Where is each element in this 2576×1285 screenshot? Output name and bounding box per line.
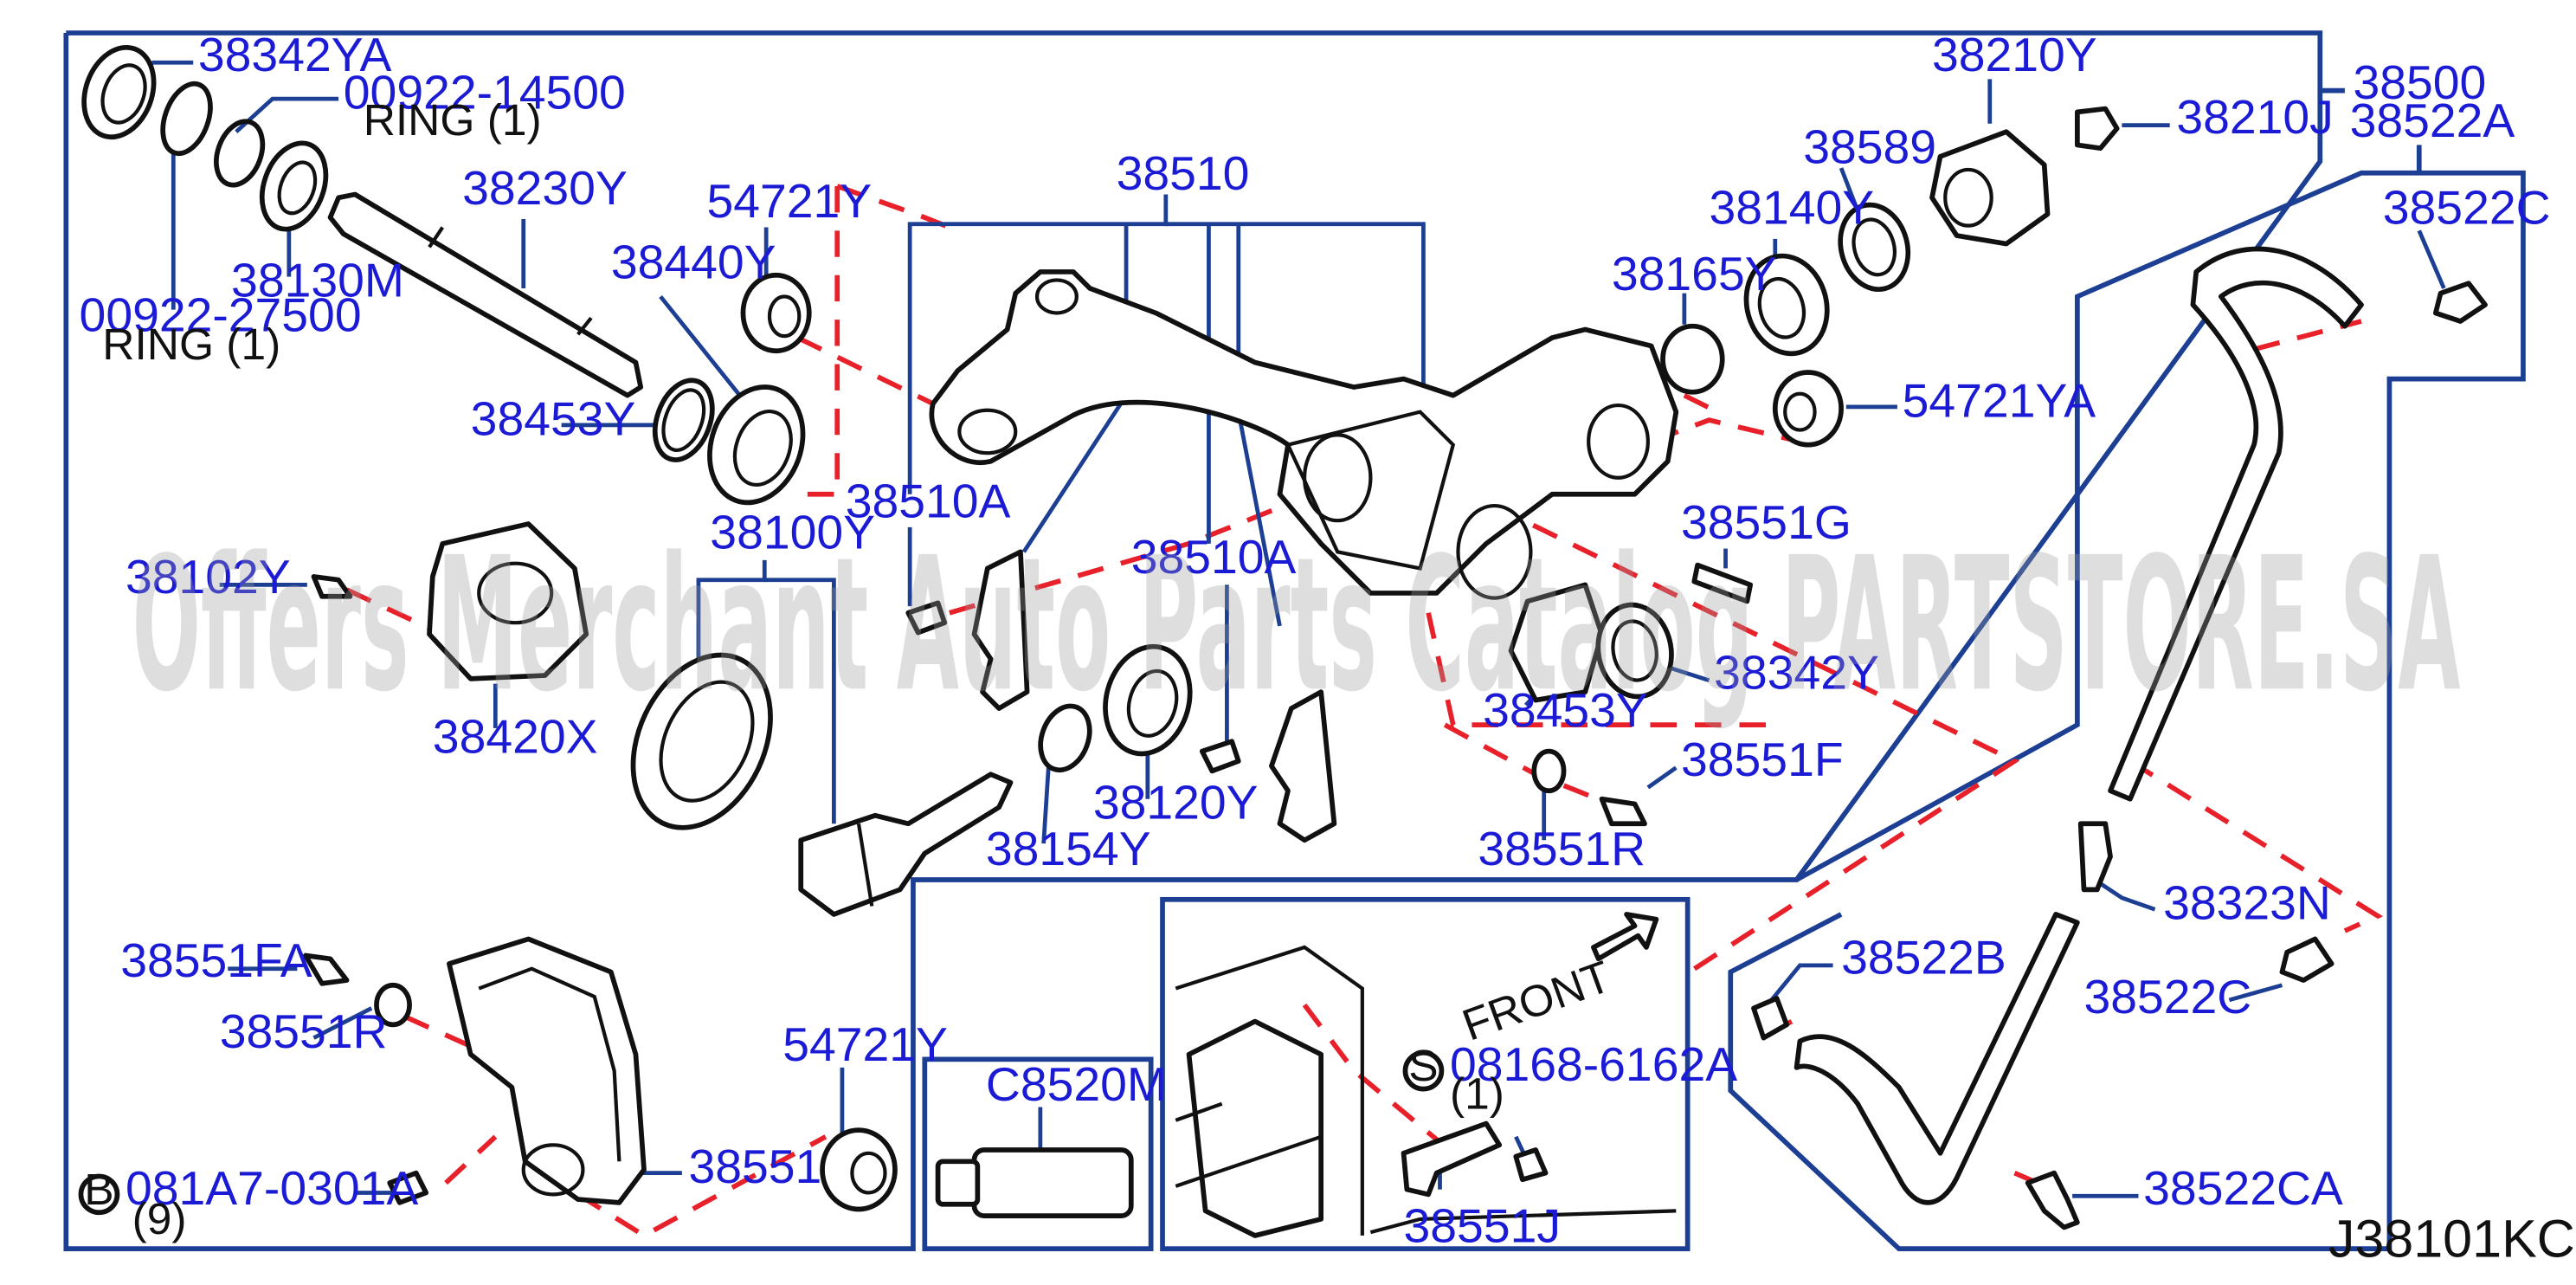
callout-38102y[interactable]: 38102Y [126, 550, 291, 604]
callout-38551g[interactable]: 38551G [1681, 495, 1852, 549]
breather-38551g [1691, 562, 1754, 604]
bracket-38510a-left [971, 549, 1030, 711]
front-arrow [1591, 912, 1659, 962]
callout-38210y[interactable]: 38210Y [1932, 28, 2097, 81]
flange-38210y [1929, 129, 2051, 247]
clip-38522b [1751, 996, 1789, 1041]
snap-rings [160, 81, 266, 188]
chassis-bracket-inset [1175, 945, 1677, 1238]
callout-38323n[interactable]: 38323N [2163, 876, 2331, 930]
callout-38551r-right[interactable]: 38551R [1478, 822, 1645, 875]
diagram-code: J38101KC [2328, 1210, 2575, 1269]
callout-38120y[interactable]: 38120Y [1093, 776, 1259, 830]
callout-38522a[interactable]: 38522A [2350, 94, 2515, 147]
callout-38551f[interactable]: 38551F [1681, 733, 1844, 786]
callout-38551j[interactable]: 38551J [1404, 1199, 1561, 1253]
oil-seal-38342ya [81, 44, 157, 140]
callout-38589[interactable]: 38589 [1803, 119, 1936, 173]
callout-38551fa[interactable]: 38551FA [120, 933, 312, 987]
callout-00922-14500[interactable]: 00922-14500 [344, 66, 626, 119]
callout-38230y[interactable]: 38230Y [462, 161, 628, 215]
clip-38522c-top [2432, 281, 2488, 324]
callout-38510a-mid[interactable]: 38510A [1131, 530, 1297, 584]
qty-1: (1) [1450, 1068, 1504, 1118]
nut-38210j [2075, 106, 2120, 152]
callout-38522c-top[interactable]: 38522C [2383, 181, 2551, 235]
sealant-tube-c8520m [935, 1147, 1134, 1218]
callout-38130m[interactable]: 38130M [231, 254, 404, 307]
breather-hose-38522a [2108, 246, 2364, 802]
callout-38510[interactable]: 38510 [1117, 146, 1250, 200]
clip-38522c-bottom [2279, 936, 2334, 983]
callout-38420x[interactable]: 38420X [433, 710, 598, 764]
connector-38323n [2077, 821, 2113, 893]
shim-38453y-left [652, 378, 715, 462]
callout-38522ca[interactable]: 38522CA [2143, 1161, 2343, 1215]
ring-gear-38100y [630, 652, 773, 830]
washer-38551r-right [1531, 748, 1567, 794]
badge-b-circle [78, 1173, 120, 1216]
drive-shaft-38230y [327, 191, 644, 398]
callout-38551r-left[interactable]: 38551R [220, 1004, 388, 1058]
callout-08168-6162a[interactable]: 08168-6162A [1450, 1037, 1737, 1091]
bearing-38140y [1743, 253, 1830, 357]
oil-seal-38342y [1595, 602, 1674, 700]
frame-lines [63, 30, 2526, 1251]
callout-38210j[interactable]: 38210J [2176, 90, 2333, 144]
bearing-38120y [1103, 643, 1193, 757]
pinion-gear-38100y [798, 772, 1014, 917]
bushing-54721ya [1772, 370, 1844, 448]
bearing-38130m [259, 140, 329, 232]
callout-38342ya[interactable]: 38342YA [198, 28, 392, 81]
watermark: Offers Merchant Auto Parts Catalog PARTS… [132, 519, 2461, 733]
front-label: FRONT [1456, 951, 1618, 1050]
callout-54721ya[interactable]: 54721YA [1903, 373, 2096, 427]
bushing-54721y-top [740, 272, 812, 354]
callout-54721y-bottom[interactable]: 54721Y [782, 1017, 948, 1071]
differential-case-38420x [427, 521, 589, 681]
bolts [303, 574, 1647, 1205]
parts-artwork [81, 44, 2488, 1238]
bushing-54721y-bottom [820, 1127, 898, 1212]
callout-c8520m[interactable]: C8520M [986, 1057, 1167, 1111]
callout-38522c-bottom[interactable]: 38522C [2084, 970, 2252, 1023]
bearing-38440y [707, 384, 806, 506]
callout-38522b[interactable]: 38522B [1841, 930, 2006, 984]
rear-cover-38551 [447, 936, 647, 1205]
ring-qty-top: RING (1) [364, 94, 542, 145]
spacer-38165y [1660, 323, 1725, 395]
callout-38154y[interactable]: 38154Y [986, 822, 1151, 875]
callout-081a7-0301a[interactable]: 081A7-0301A [126, 1161, 418, 1215]
badge-s: S [1408, 1040, 1438, 1090]
callout-38342y[interactable]: 38342Y [1714, 645, 1879, 699]
callout-38165y[interactable]: 38165Y [1612, 247, 1777, 300]
shim-38154y [1038, 703, 1092, 773]
seal-38589 [1838, 202, 1911, 293]
ring-qty-bottom: RING (1) [102, 319, 280, 369]
clip-38522ca [2025, 1170, 2080, 1230]
gasket-38453y-right [1508, 582, 1605, 703]
axle-housing-38510 [929, 269, 1679, 600]
callout-54721y-top[interactable]: 54721Y [706, 174, 872, 228]
badge-s-circle [1402, 1049, 1445, 1092]
callout-38510a-left[interactable]: 38510A [846, 474, 1011, 527]
callout-38440y[interactable]: 38440Y [611, 236, 776, 289]
washer-38551r-left [374, 982, 412, 1028]
bracket-38510a-mid [1269, 689, 1337, 843]
qty-9: (9) [132, 1193, 187, 1243]
breather-hose-lower [1794, 912, 2080, 1205]
callout-38453y-left[interactable]: 38453Y [471, 391, 636, 445]
callout-38140y[interactable]: 38140Y [1709, 181, 1874, 235]
callout-labels: 38342YA 00922-14500 RING (1) 38130M 0092… [80, 28, 2575, 1269]
badge-b: B [84, 1164, 113, 1214]
callout-38453y-right[interactable]: 38453Y [1483, 683, 1648, 737]
callout-38551[interactable]: 38551 [689, 1140, 822, 1193]
callout-38100y[interactable]: 38100Y [710, 506, 875, 559]
callout-38500[interactable]: 38500 [2353, 55, 2486, 109]
callout-00922-27500[interactable]: 00922-27500 [80, 287, 362, 341]
